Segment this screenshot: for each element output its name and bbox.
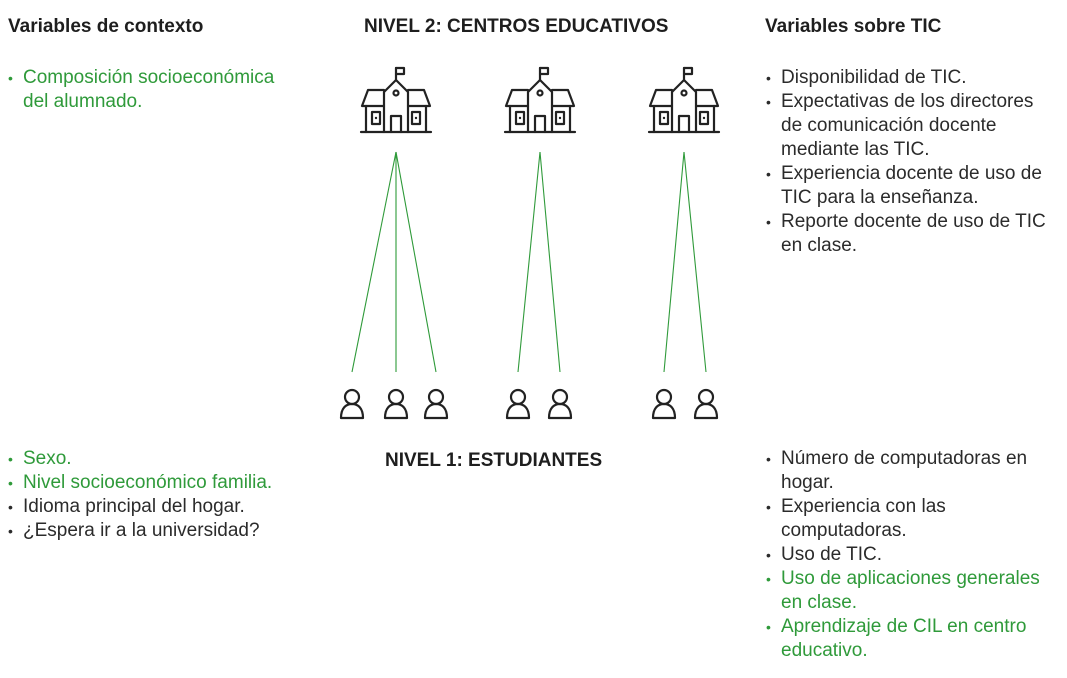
list-item: Disponibilidad de TIC. <box>766 66 1056 90</box>
tic-variables-heading: Variables sobre TIC <box>765 16 942 37</box>
list-item: Composición socioeconómica del alumnado. <box>8 66 298 114</box>
school-building-icon <box>359 66 433 134</box>
list-item: Experiencia con las computadoras. <box>766 495 1056 543</box>
student-icon <box>505 388 531 420</box>
link-line <box>351 151 397 373</box>
list-item: Sexo. <box>8 447 318 471</box>
list-item: Expectativas de los directores de comuni… <box>766 90 1056 162</box>
student-icon <box>339 388 365 420</box>
student-icon <box>651 388 677 420</box>
link-line <box>517 151 541 373</box>
list-item: ¿Espera ir a la universidad? <box>8 519 318 543</box>
level2-tic-list: Disponibilidad de TIC.Expectativas de lo… <box>766 66 1056 258</box>
student-icon <box>423 388 449 420</box>
list-item: Nivel socioeconómico familia. <box>8 471 318 495</box>
list-item: Reporte docente de uso de TIC en clase. <box>766 210 1056 258</box>
link-line <box>539 151 561 373</box>
level1-context-list: Sexo.Nivel socioeconómico familia.Idioma… <box>8 447 318 543</box>
list-item: Uso de aplicaciones generales en clase. <box>766 567 1056 615</box>
list-item: Aprendizaje de CIL en centro educativo. <box>766 615 1056 663</box>
link-line <box>395 151 437 373</box>
link-line <box>683 151 707 373</box>
list-item: Experiencia docente de uso de TIC para l… <box>766 162 1056 210</box>
level-1-heading: NIVEL 1: ESTUDIANTES <box>385 450 603 471</box>
list-item: Número de computadoras en hogar. <box>766 447 1056 495</box>
level-2-heading: NIVEL 2: CENTROS EDUCATIVOS <box>364 16 669 37</box>
student-icon <box>547 388 573 420</box>
context-variables-heading: Variables de contexto <box>8 16 204 37</box>
student-icon <box>383 388 409 420</box>
level1-tic-list: Número de computadoras en hogar.Experien… <box>766 447 1056 663</box>
level2-context-list: Composición socioeconómica del alumnado. <box>8 66 298 114</box>
school-building-icon <box>647 66 721 134</box>
school-building-icon <box>503 66 577 134</box>
student-icon <box>693 388 719 420</box>
list-item: Uso de TIC. <box>766 543 1056 567</box>
list-item: Idioma principal del hogar. <box>8 495 318 519</box>
link-line <box>663 151 685 373</box>
